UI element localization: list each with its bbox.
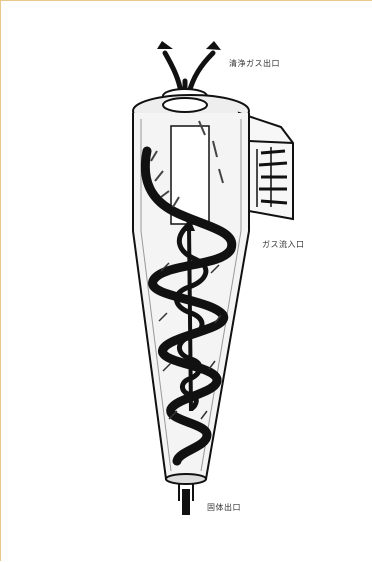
clean-gas-outlet-label: 清浄ガス出口 — [229, 58, 280, 69]
arrow-heads — [157, 41, 221, 50]
dust-outlet-label: 固体出口 — [207, 502, 241, 513]
gas-inlet-label: ガス流入口 — [262, 239, 305, 250]
dust-outlet-pipe — [182, 489, 190, 515]
outlet-arrows-icon — [165, 53, 213, 93]
